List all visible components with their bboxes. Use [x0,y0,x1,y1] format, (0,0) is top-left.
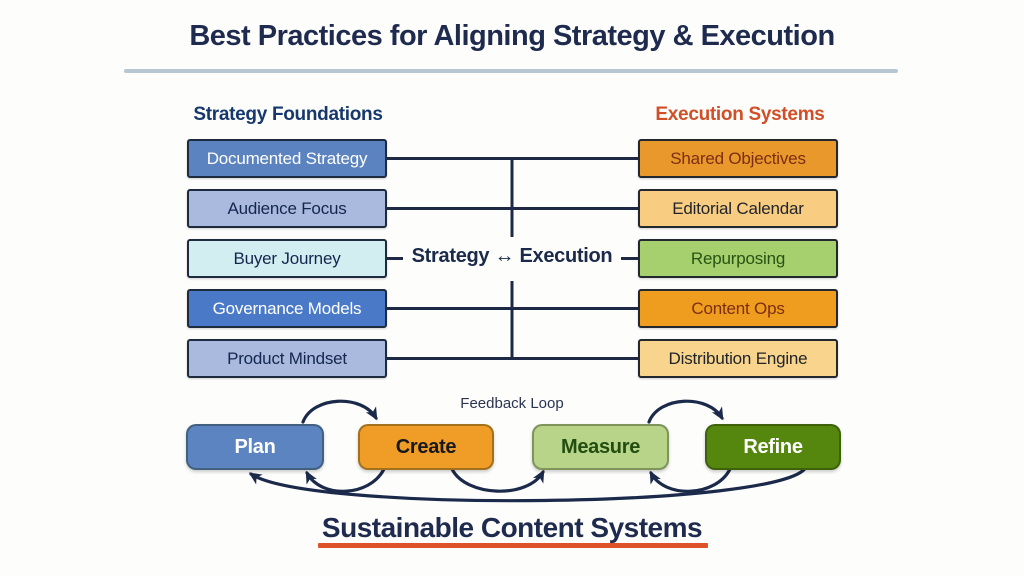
execution-systems-header: Execution Systems [655,104,825,125]
strategy-item-governance-models: Governance Models [187,289,387,328]
strategy-item-product-mindset: Product Mindset [187,339,387,378]
execution-item-distribution-engine: Distribution Engine [638,339,838,378]
execution-item-shared-objectives: Shared Objectives [638,139,838,178]
title-divider [124,69,898,73]
execution-item-editorial-calendar: Editorial Calendar [638,189,838,228]
strategy-execution-bridge-label: Strategy ↔ Execution [411,245,613,267]
loop-stage-refine: Refine [705,424,841,470]
loop-stage-create: Create [358,424,494,470]
strategy-foundations-header: Strategy Foundations [193,104,383,125]
feedback-loop-label: Feedback Loop [460,395,564,412]
loop-stage-measure: Measure [532,424,669,470]
page-title: Best Practices for Aligning Strategy & E… [189,20,835,52]
execution-item-content-ops: Content Ops [638,289,838,328]
footer-underline [318,543,708,548]
footer-title: Sustainable Content Systems [321,512,703,543]
strategy-item-documented-strategy: Documented Strategy [187,139,387,178]
execution-item-repurposing: Repurposing [638,239,838,278]
loop-stage-plan: Plan [186,424,324,470]
strategy-item-buyer-journey: Buyer Journey [187,239,387,278]
strategy-item-audience-focus: Audience Focus [187,189,387,228]
